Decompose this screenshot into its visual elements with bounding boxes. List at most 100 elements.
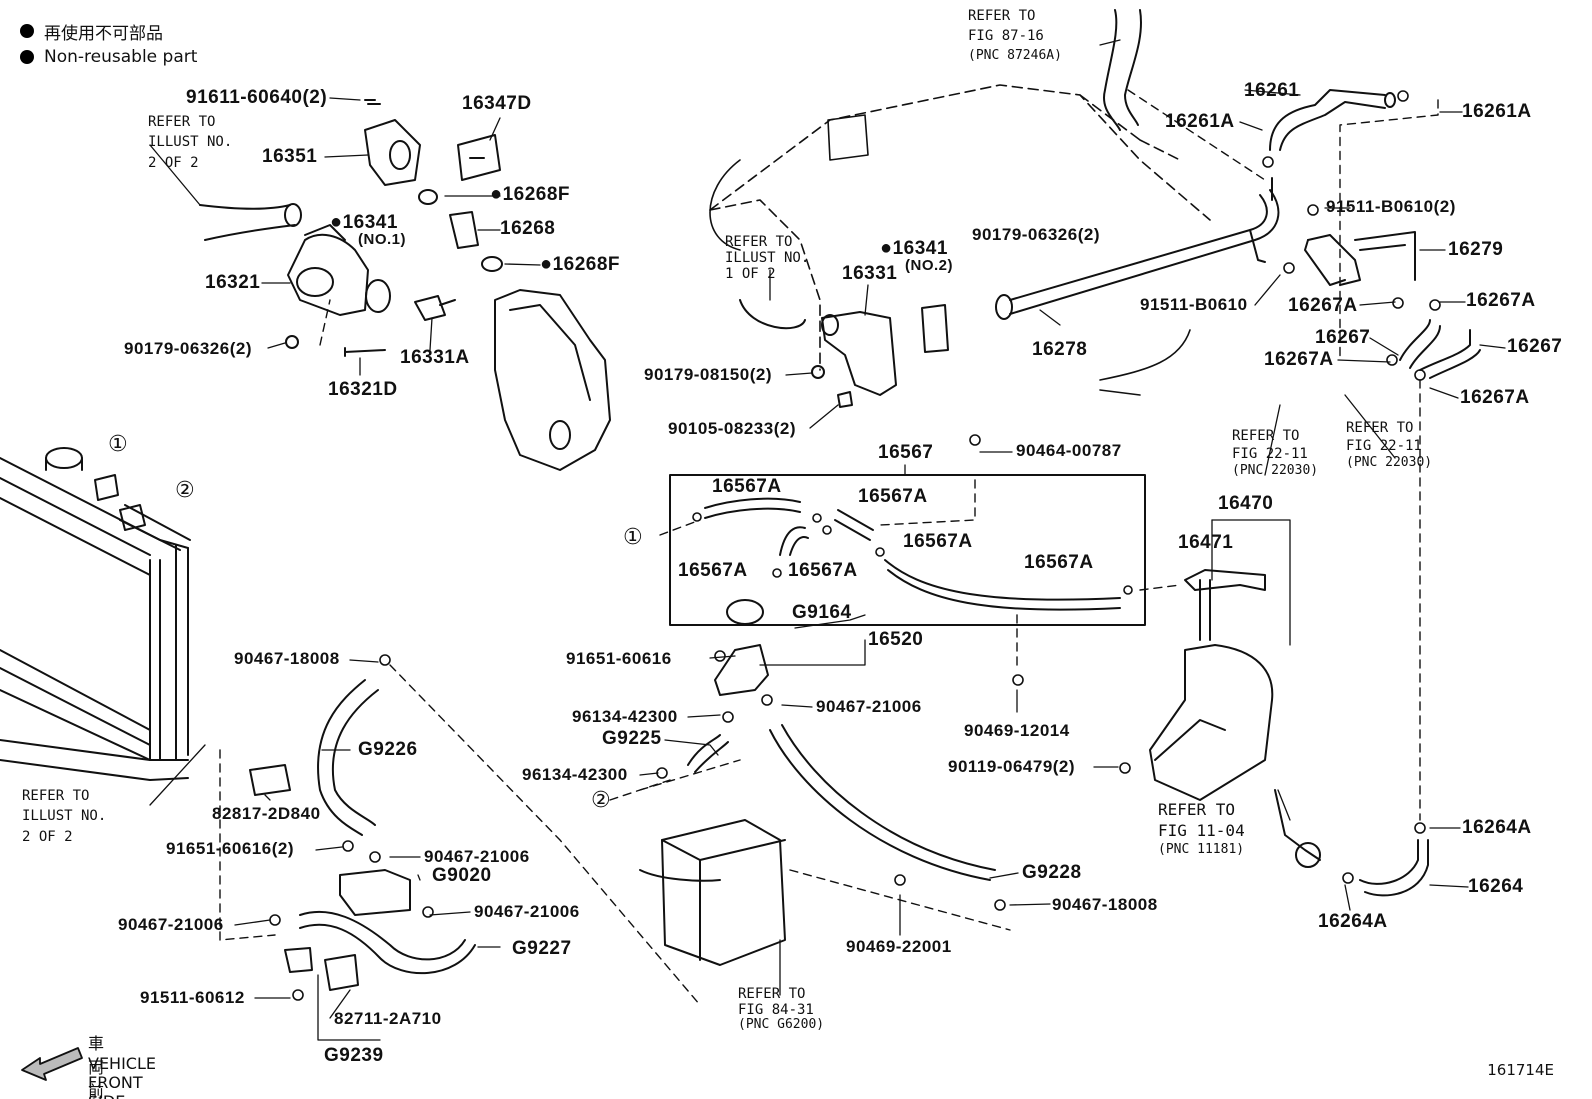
part-label: 16567A: [788, 560, 858, 581]
engine-outline: [709, 84, 1211, 371]
part-label: 16321: [205, 272, 261, 293]
hoses-16267: [1399, 319, 1481, 379]
part-label: 90467-21006: [474, 902, 580, 921]
legend-en-text: Non-reusable part: [44, 47, 198, 67]
ref-line: ILLUST NO.: [148, 134, 233, 151]
ref-line: REFER TO: [725, 234, 793, 250]
part-label: G9227: [512, 938, 572, 959]
ref-line: (PNC 11181): [1158, 841, 1245, 857]
part-label: 16264A: [1462, 817, 1532, 838]
ref-line: (PNC 22030): [1232, 463, 1319, 478]
part-label: G9225: [602, 728, 662, 749]
ref-line: FIG 11-04: [1158, 820, 1245, 840]
part-label: 16261A: [1462, 101, 1532, 122]
part-label: 90469-12014: [964, 721, 1070, 740]
marker-2-icon: ②: [591, 788, 611, 813]
part-label: 90464-00787: [1016, 441, 1122, 460]
part-label: 90467-18008: [1052, 895, 1158, 914]
gasket-16347D: [457, 134, 501, 181]
part-label: 16267A: [1466, 290, 1536, 311]
ref-line: FIG 22-11: [1346, 437, 1422, 454]
radiator-drawing: [0, 447, 191, 781]
part-label: 16321D: [328, 379, 398, 400]
non-reusable-dot-icon: [20, 24, 34, 38]
part-label: 16264: [1468, 876, 1524, 897]
part-note: (NO.2): [905, 257, 953, 274]
part-label: 16351: [262, 146, 318, 167]
ref-line: 1 OF 2: [725, 266, 776, 283]
hoses-16567: [704, 497, 1121, 611]
gasket-16341-no1: [365, 279, 391, 313]
part-label: 16471: [1178, 532, 1234, 553]
part-label: 90467-21006: [816, 697, 922, 716]
part-label: 16268: [500, 218, 556, 239]
valve-16520: [714, 644, 769, 696]
clamps: [269, 90, 1441, 1001]
cap-G9164: [726, 599, 764, 625]
pipe-16278-drawing: [995, 189, 1280, 320]
stud-16321D: [344, 347, 386, 357]
part-label: 90179-06326(2): [124, 339, 252, 358]
part-label: 91511-B0610(2): [1326, 197, 1456, 216]
front-jp-text: 車両前方: [88, 1034, 105, 1099]
legend-jp-text: 再使用不可部品: [44, 23, 163, 44]
hose-16261: [1269, 89, 1396, 201]
part-label: 16567: [878, 442, 934, 463]
part-label: 90467-21006: [424, 847, 530, 866]
solid-leaders: [149, 39, 1506, 1041]
part-label: G9239: [324, 1045, 384, 1066]
engine-outline-solid: [709, 114, 1191, 396]
part-label: 16567A: [858, 486, 928, 507]
part-label: G9020: [432, 865, 492, 886]
part-label: 16267: [1507, 336, 1563, 357]
ref-line: (PNC 87246A): [968, 47, 1062, 63]
part-label: 90119-06479(2): [948, 757, 1076, 776]
part-number: 16341: [892, 238, 948, 259]
ref-line: (PNC G6200): [738, 1017, 825, 1033]
part-label: 91611-60640(2): [186, 87, 328, 108]
part-label: 96134-42300: [522, 765, 628, 784]
hose-G9225: [687, 734, 729, 773]
part-label: G9226: [358, 739, 418, 760]
part-label-non-reusable: ●16341: [880, 237, 948, 259]
hose-G9228: [769, 724, 996, 881]
ref-line: REFER TO: [738, 986, 806, 1002]
part-label: 16261A: [1165, 111, 1235, 132]
part-number: 16268F: [552, 254, 621, 275]
part-label: 16264A: [1318, 911, 1388, 932]
ref-line: REFER TO: [968, 8, 1036, 24]
hose-87-16: [1103, 9, 1142, 131]
part-number: 16268F: [502, 184, 571, 205]
ref-line: ILLUST NO.: [22, 808, 107, 825]
front-arrow-icon: [21, 1047, 83, 1081]
bracket-G9239: [284, 947, 313, 973]
part-label: 90179-06326(2): [972, 225, 1100, 244]
sensor-16331A: [414, 295, 456, 321]
non-reusable-dot-icon: [20, 50, 34, 64]
ref-line: FIG 84-31: [738, 1002, 814, 1019]
part-label: 16331A: [400, 347, 470, 368]
ecu-G6200: [639, 819, 786, 966]
ref-line: REFER TO: [1232, 428, 1300, 444]
bolt-90105-08233: [837, 391, 853, 408]
o-ring-16268F-a: [418, 189, 438, 205]
legend: 再使用不可部品 Non-reusable part: [20, 18, 197, 70]
ref-line: ILLUST NO.: [725, 250, 810, 267]
part-82817-2D840: [249, 764, 291, 796]
part-label: 16279: [1448, 239, 1504, 260]
part-label: 82817-2D840: [212, 804, 321, 823]
part-label: 16331: [842, 263, 898, 284]
part-label: G9228: [1022, 862, 1082, 883]
part-number: 16341: [342, 212, 398, 233]
hose-G9227: [299, 910, 476, 975]
part-82711-2A710: [324, 954, 359, 991]
marker-1-icon: ①: [623, 525, 643, 550]
part-label: 16520: [868, 629, 924, 650]
hose-16264: [1274, 789, 1429, 897]
